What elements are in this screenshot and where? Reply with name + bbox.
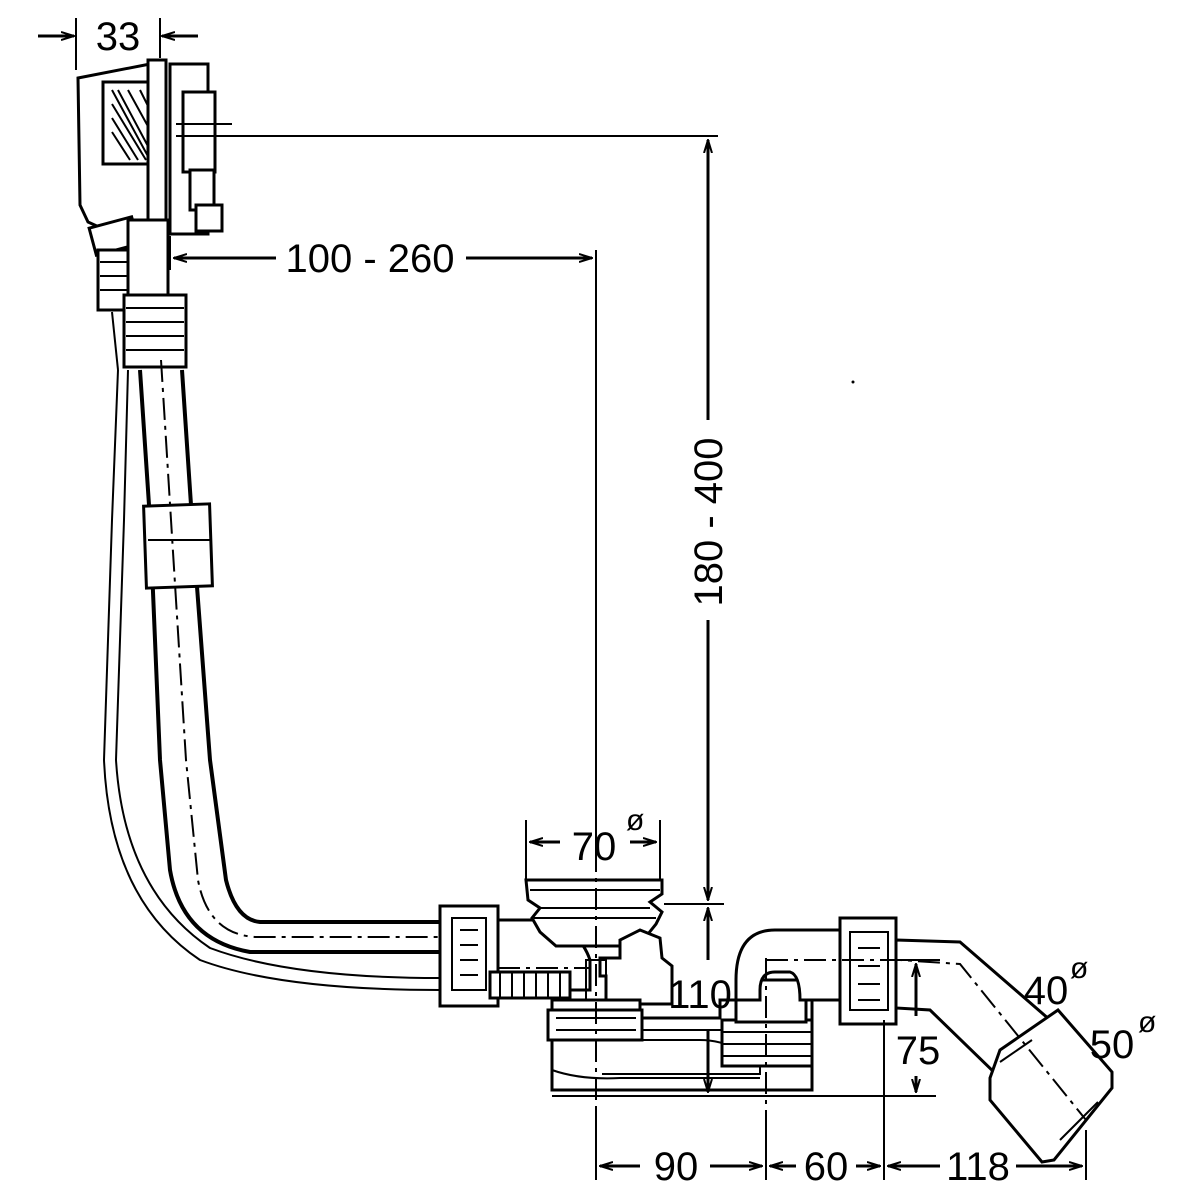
- dim-horizontal-reach: 100 - 260: [285, 237, 454, 281]
- dim-vertical-reach: 180 - 400: [687, 437, 731, 606]
- dim-outlet-large-diameter: 50: [1090, 1023, 1135, 1067]
- dimension-lines: [38, 18, 1087, 1180]
- dim-outlet-large-symbol: ø: [1138, 1006, 1156, 1039]
- dim-spacing-a: 90: [654, 1145, 699, 1189]
- dim-spacing-c: 118: [946, 1145, 1010, 1189]
- dim-outlet-rise: 75: [896, 1029, 941, 1073]
- dim-overflow-width: 33: [96, 15, 141, 59]
- drain-assembly: [438, 850, 1114, 1164]
- dim-drain-diameter-symbol: ø: [626, 804, 644, 837]
- overflow-pipe: [102, 359, 441, 991]
- dim-outlet-small-diameter: 40: [1024, 969, 1069, 1013]
- dim-spacing-b: 60: [804, 1145, 849, 1189]
- dim-drain-diameter: 70: [572, 825, 617, 869]
- overflow-head: [76, 58, 232, 238]
- dim-outlet-small-symbol: ø: [1070, 952, 1088, 985]
- overflow-coupling: [87, 214, 188, 371]
- dim-trap-height: 110: [668, 973, 732, 1017]
